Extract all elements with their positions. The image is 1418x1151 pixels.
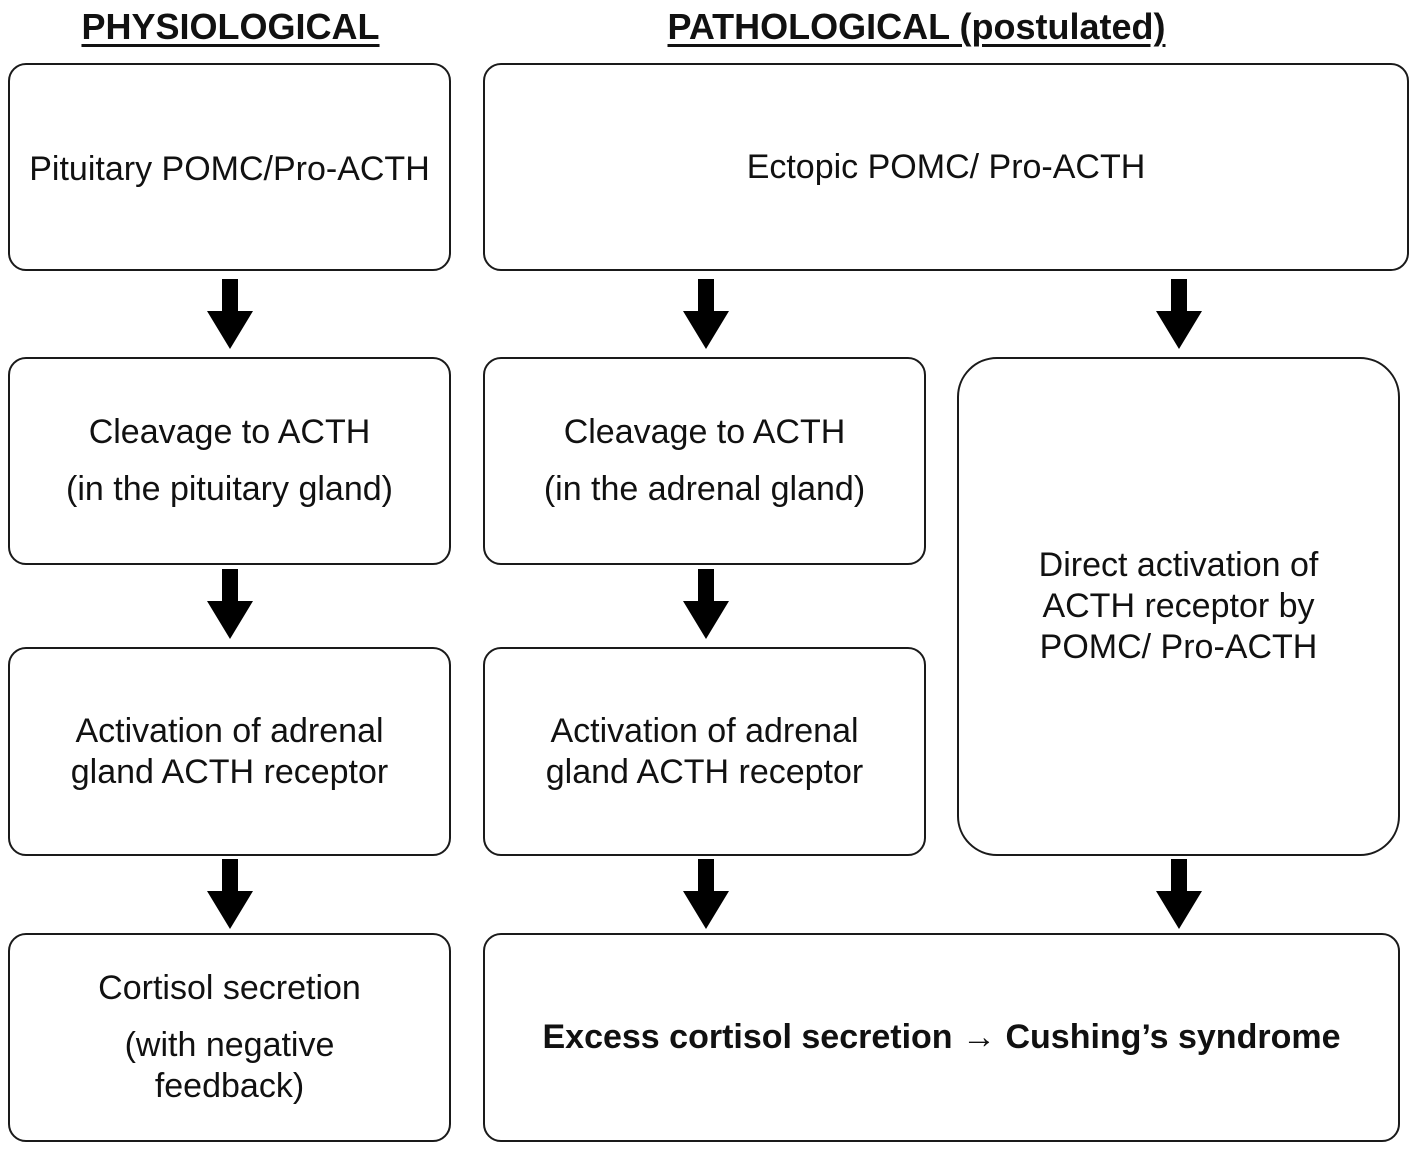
cleavage-pituitary-line2: (in the pituitary gland) xyxy=(66,470,393,508)
down-arrow-icon xyxy=(1156,859,1202,929)
cortisol-secretion-box: Cortisol secretion (with negative feedba… xyxy=(8,933,451,1142)
excess-cortisol-text: Excess cortisol secretion → Cushing’s sy… xyxy=(542,1018,1341,1056)
down-arrow-icon xyxy=(683,279,729,349)
cleavage-adrenal-box: Cleavage to ACTH (in the adrenal gland) xyxy=(483,357,926,565)
down-arrow-icon xyxy=(1156,279,1202,349)
down-arrow-icon xyxy=(207,279,253,349)
cleavage-pituitary-line1: Cleavage to ACTH xyxy=(88,413,371,451)
down-arrow-icon xyxy=(683,569,729,639)
pathological-heading: PATHOLOGICAL (postulated) xyxy=(667,6,1166,47)
cleavage-adrenal-line2: (in the adrenal gland) xyxy=(543,470,866,508)
physiological-heading: PHYSIOLOGICAL xyxy=(81,6,380,47)
activation-adrenal-text-pathological: Activation of adrenal gland ACTH recepto… xyxy=(545,711,864,791)
cortisol-secretion-line1: Cortisol secretion xyxy=(98,969,361,1007)
cortisol-secretion-line2: (with negative feedback) xyxy=(124,1026,335,1105)
activation-adrenal-box-physiological: Activation of adrenal gland ACTH recepto… xyxy=(8,647,451,856)
direct-activation-box: Direct activation of ACTH receptor by PO… xyxy=(957,357,1400,856)
down-arrow-icon xyxy=(207,859,253,929)
activation-adrenal-box-pathological: Activation of adrenal gland ACTH recepto… xyxy=(483,647,926,856)
ectopic-pomc-text: Ectopic POMC/ Pro-ACTH xyxy=(746,147,1146,186)
cleavage-adrenal-line1: Cleavage to ACTH xyxy=(563,413,846,451)
pituitary-pomc-box: Pituitary POMC/Pro-ACTH xyxy=(8,63,451,271)
down-arrow-icon xyxy=(683,859,729,929)
activation-adrenal-text-physiological: Activation of adrenal gland ACTH recepto… xyxy=(70,711,389,791)
ectopic-pomc-box: Ectopic POMC/ Pro-ACTH xyxy=(483,63,1409,271)
down-arrow-icon xyxy=(207,569,253,639)
pituitary-pomc-text: Pituitary POMC/Pro-ACTH xyxy=(29,149,430,188)
excess-cortisol-box: Excess cortisol secretion → Cushing’s sy… xyxy=(483,933,1400,1142)
cleavage-pituitary-box: Cleavage to ACTH (in the pituitary gland… xyxy=(8,357,451,565)
direct-activation-text: Direct activation of ACTH receptor by PO… xyxy=(1038,546,1319,666)
